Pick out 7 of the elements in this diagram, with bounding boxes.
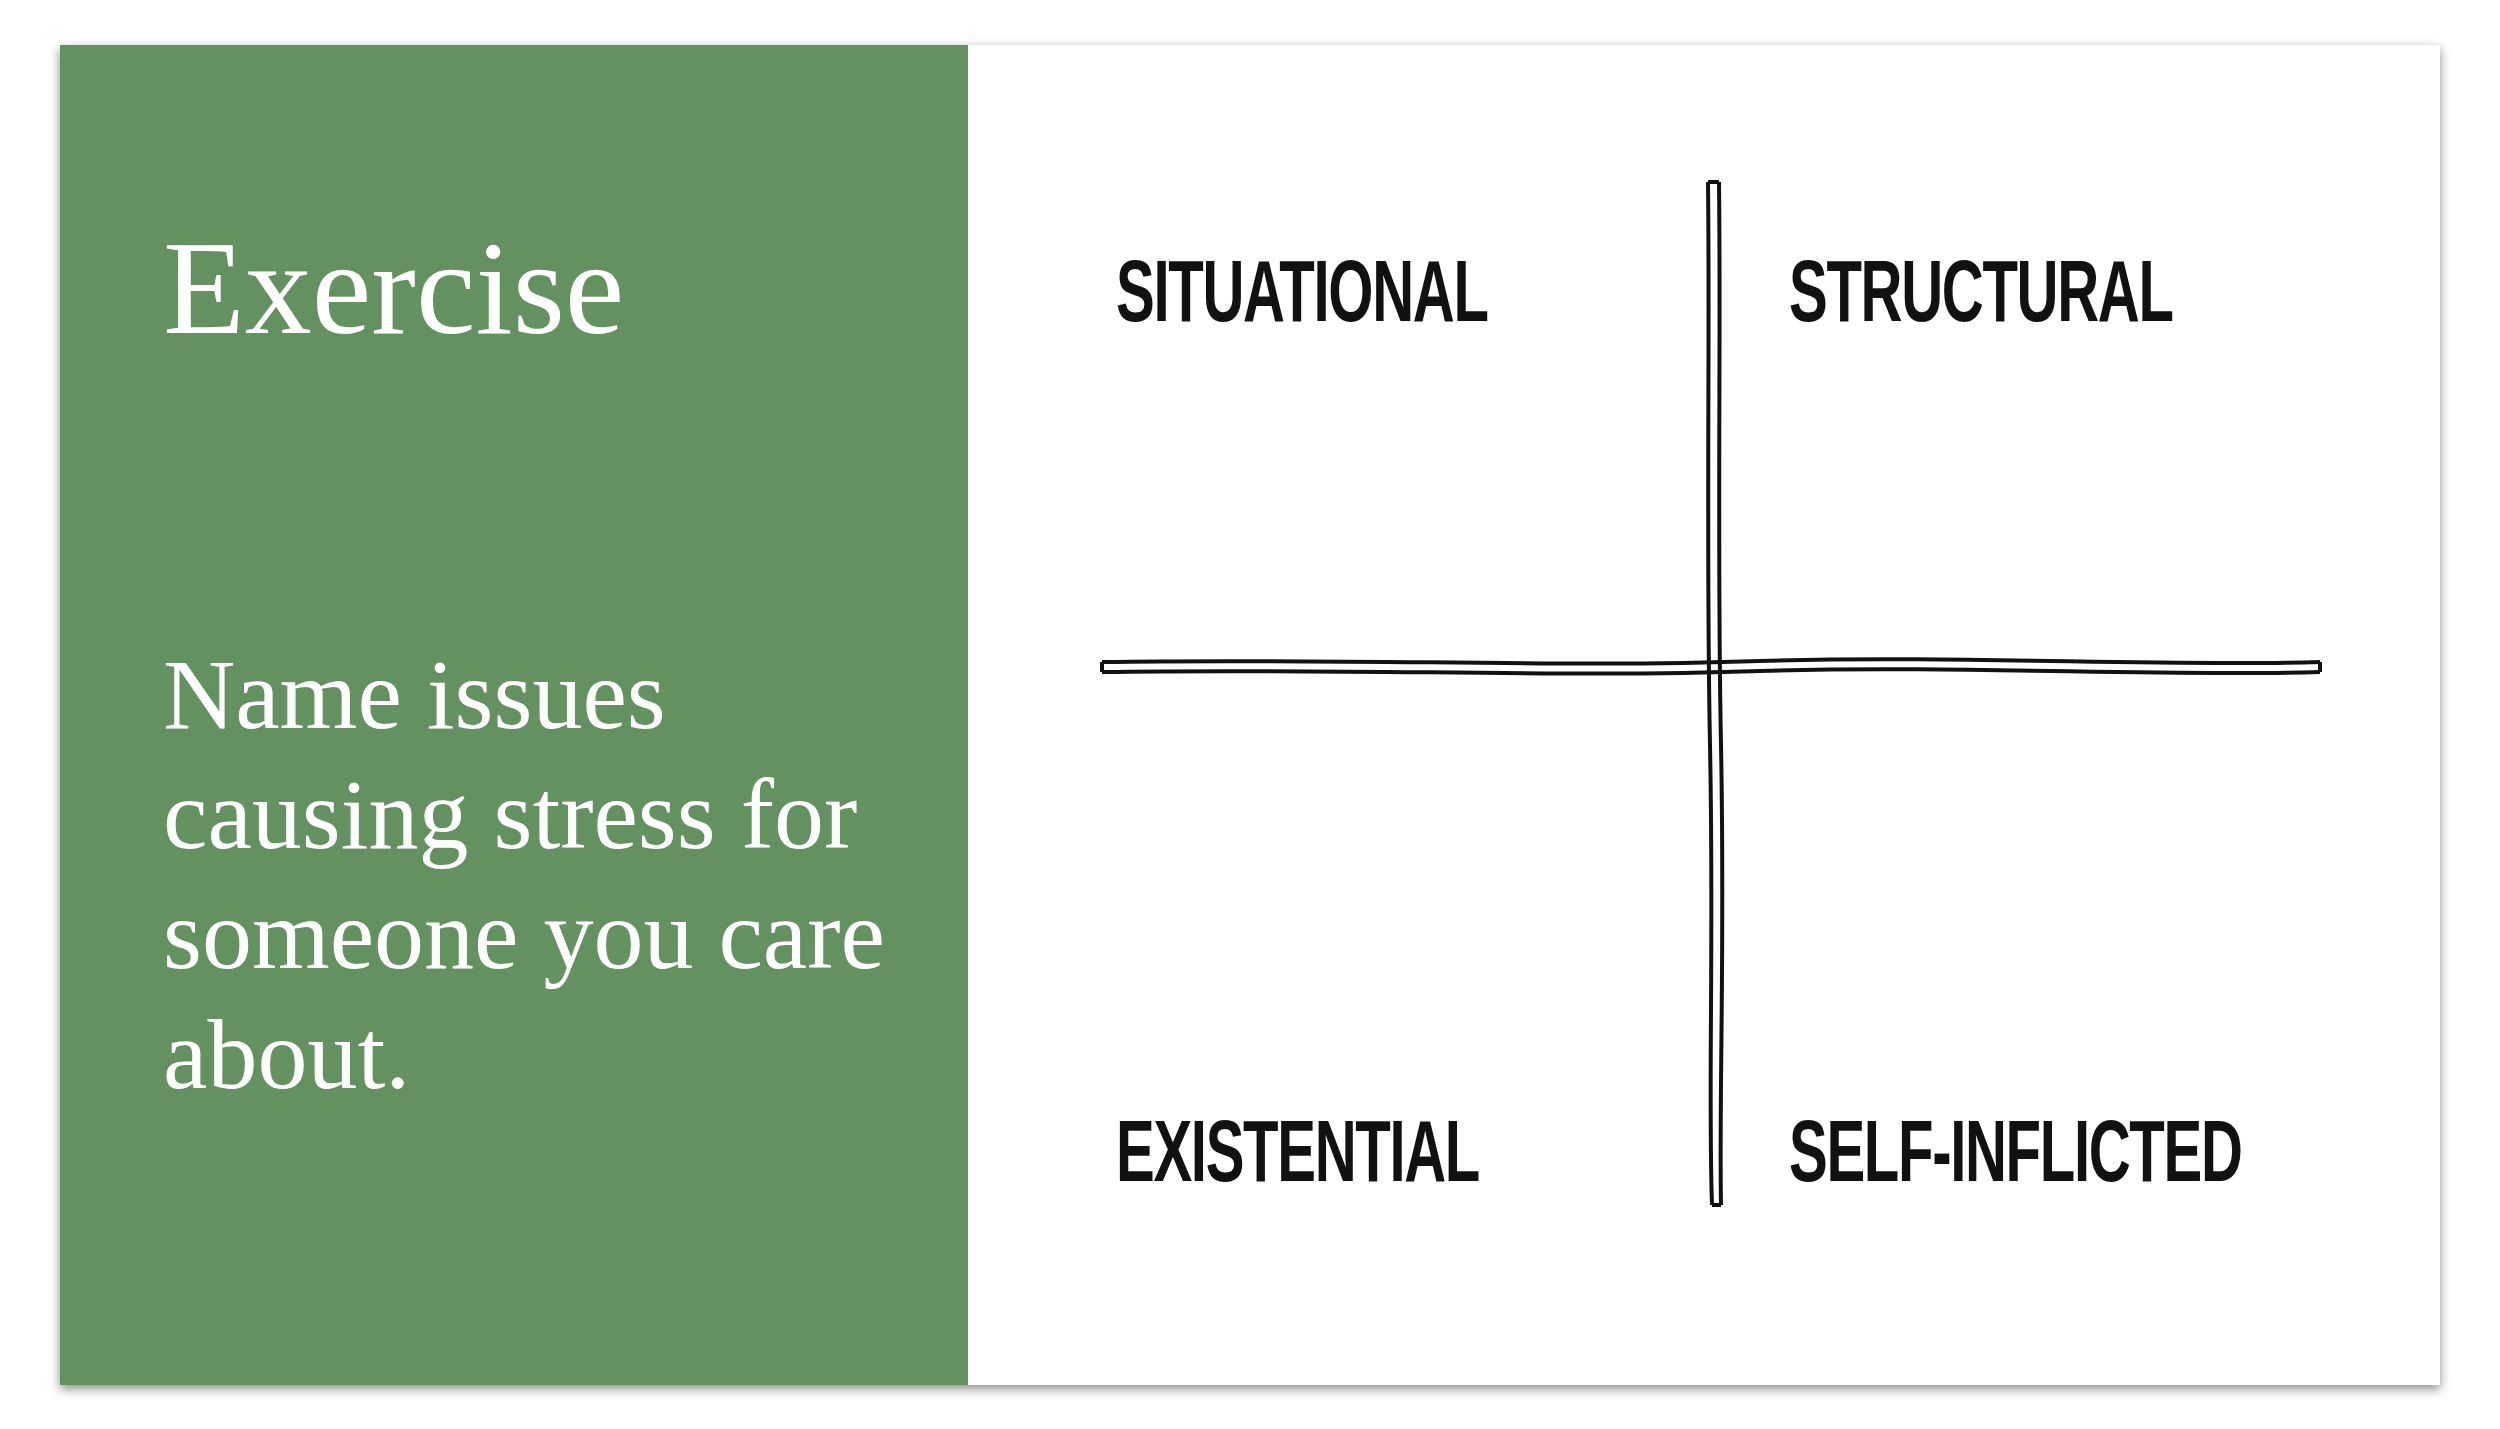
quadrant-label: EXISTENTIAL (1116, 1100, 1480, 1202)
quadrant-label: SELF-INFLICTED (1789, 1100, 2242, 1202)
quadrant-label: SITUATIONAL (1116, 240, 1488, 342)
title-heading: Exercise (163, 215, 625, 363)
instruction-text: Name issues causing stress for someone you care about. (163, 638, 886, 1112)
quadrant-label: STRUCTURAL (1789, 240, 2173, 342)
panel-background (60, 45, 968, 1385)
